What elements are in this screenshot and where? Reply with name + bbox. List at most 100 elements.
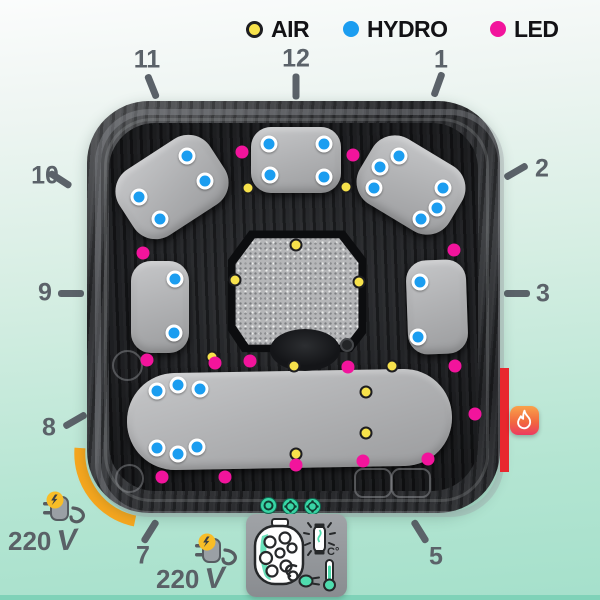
tick-2 (502, 161, 530, 182)
air-valve-icon (282, 498, 299, 515)
air-jet-dot (228, 273, 242, 287)
hydro-jet-dot (428, 199, 446, 217)
led-jet-dot (136, 246, 150, 260)
lounger-headrest-hump (270, 329, 340, 371)
led-jet-dot (341, 360, 355, 374)
air-jet-dot (385, 359, 399, 373)
tick-9 (58, 290, 84, 297)
filter-lid-outline (391, 468, 431, 498)
temperature-unit-glyph: C° (327, 546, 340, 558)
hydro-jet-dot (151, 210, 169, 228)
led-jet-dot (356, 454, 370, 468)
hydro-jet-dot (169, 376, 187, 394)
legend-label-hydro: HYDRO (367, 15, 448, 42)
power-plug-left-icon (43, 491, 85, 524)
position-label-7: 7 (136, 541, 150, 570)
voltage-unit: V (54, 523, 81, 558)
hydro-jet-dot (130, 188, 148, 206)
hydro-jet-dot (148, 382, 166, 400)
led-jet-dot (289, 458, 303, 472)
hydro-jet-dot (148, 439, 166, 457)
power-plug-bottom-icon (195, 533, 237, 566)
position-label-1: 1 (434, 45, 448, 74)
tick-12 (292, 73, 300, 100)
air-jet-dot (241, 181, 255, 195)
hydro-jet-dot (191, 380, 209, 398)
hydro-jet-dot (166, 270, 184, 288)
filter-cartridge-icon (253, 518, 305, 586)
led-legend-dot-icon (490, 21, 506, 37)
led-jet-dot (346, 148, 360, 162)
voltage-label-bottom: 220 V (156, 561, 229, 596)
cupholder-circle (115, 464, 144, 493)
hydro-jet-dot (365, 179, 383, 197)
led-jet-dot (468, 407, 482, 421)
air-jet-dot (352, 275, 366, 289)
flame-icon (510, 406, 539, 435)
hydro-legend-dot-icon (343, 21, 359, 37)
hydro-jet-dot (412, 210, 430, 228)
diverter-knob-icon (260, 497, 277, 514)
legend-item-hydro: HYDRO (343, 15, 448, 43)
footwell-floor (235, 238, 359, 345)
led-jet-dot (421, 452, 435, 466)
air-valve-icon (304, 498, 321, 515)
air-jet-dot (359, 426, 373, 440)
tick-3 (504, 290, 530, 297)
heater-strip (500, 368, 509, 472)
tick-8 (61, 410, 89, 431)
voltage-label-left: 220 V (8, 523, 81, 558)
led-jet-dot (140, 353, 154, 367)
position-label-9: 9 (38, 278, 52, 307)
hydro-jet-dot (409, 328, 427, 346)
hydro-jet-dot (371, 158, 389, 176)
led-jet-dot (218, 470, 232, 484)
drain-fitting (340, 338, 354, 352)
hydro-jet-dot (390, 147, 408, 165)
air-jet-dot (287, 359, 301, 373)
hydro-jet-dot (434, 179, 452, 197)
led-jet-dot (208, 356, 222, 370)
air-legend-dot-icon (246, 20, 263, 38)
hydro-jet-dot (178, 147, 196, 165)
power-plug-icon (285, 564, 320, 588)
hydro-jet-dot (315, 135, 333, 153)
air-jet-dot (289, 238, 303, 252)
position-label-8: 8 (42, 413, 56, 442)
legend-item-air: AIR (246, 15, 310, 43)
position-label-2: 2 (535, 154, 549, 183)
equipment-panel (246, 514, 347, 597)
air-jet-dot (339, 180, 353, 194)
position-label-12: 12 (282, 44, 310, 73)
voltage-value: 220 (156, 564, 200, 594)
voltage-unit: V (202, 561, 229, 596)
legend-item-led: LED (490, 15, 559, 43)
tick-11 (143, 73, 161, 100)
cupholder-circle (112, 350, 143, 381)
hydro-jet-dot (188, 438, 206, 456)
hydro-jet-dot (261, 166, 279, 184)
hydro-jet-dot (169, 445, 187, 463)
hydro-jet-dot (260, 135, 278, 153)
hydro-jet-dot (315, 168, 333, 186)
bottom-accent-strip (0, 595, 600, 600)
hydro-jet-dot (196, 172, 214, 190)
corner-arc-highlight (74, 447, 137, 527)
tick-1 (430, 71, 446, 98)
led-jet-dot (448, 359, 462, 373)
position-label-5: 5 (429, 542, 443, 571)
led-jet-dot (155, 470, 169, 484)
position-label-3: 3 (536, 279, 550, 308)
hydro-jet-dot (411, 273, 429, 291)
legend-label-air: AIR (271, 15, 310, 42)
voltage-value: 220 (8, 526, 52, 556)
legend-label-led: LED (514, 15, 559, 42)
footwell-border (227, 230, 367, 353)
uv-lamp-icon (303, 522, 336, 556)
hydro-jet-dot (165, 324, 183, 342)
position-label-11: 11 (133, 45, 161, 74)
filter-lid-outline (354, 468, 392, 498)
led-jet-dot (235, 145, 249, 159)
led-jet-dot (447, 243, 461, 257)
